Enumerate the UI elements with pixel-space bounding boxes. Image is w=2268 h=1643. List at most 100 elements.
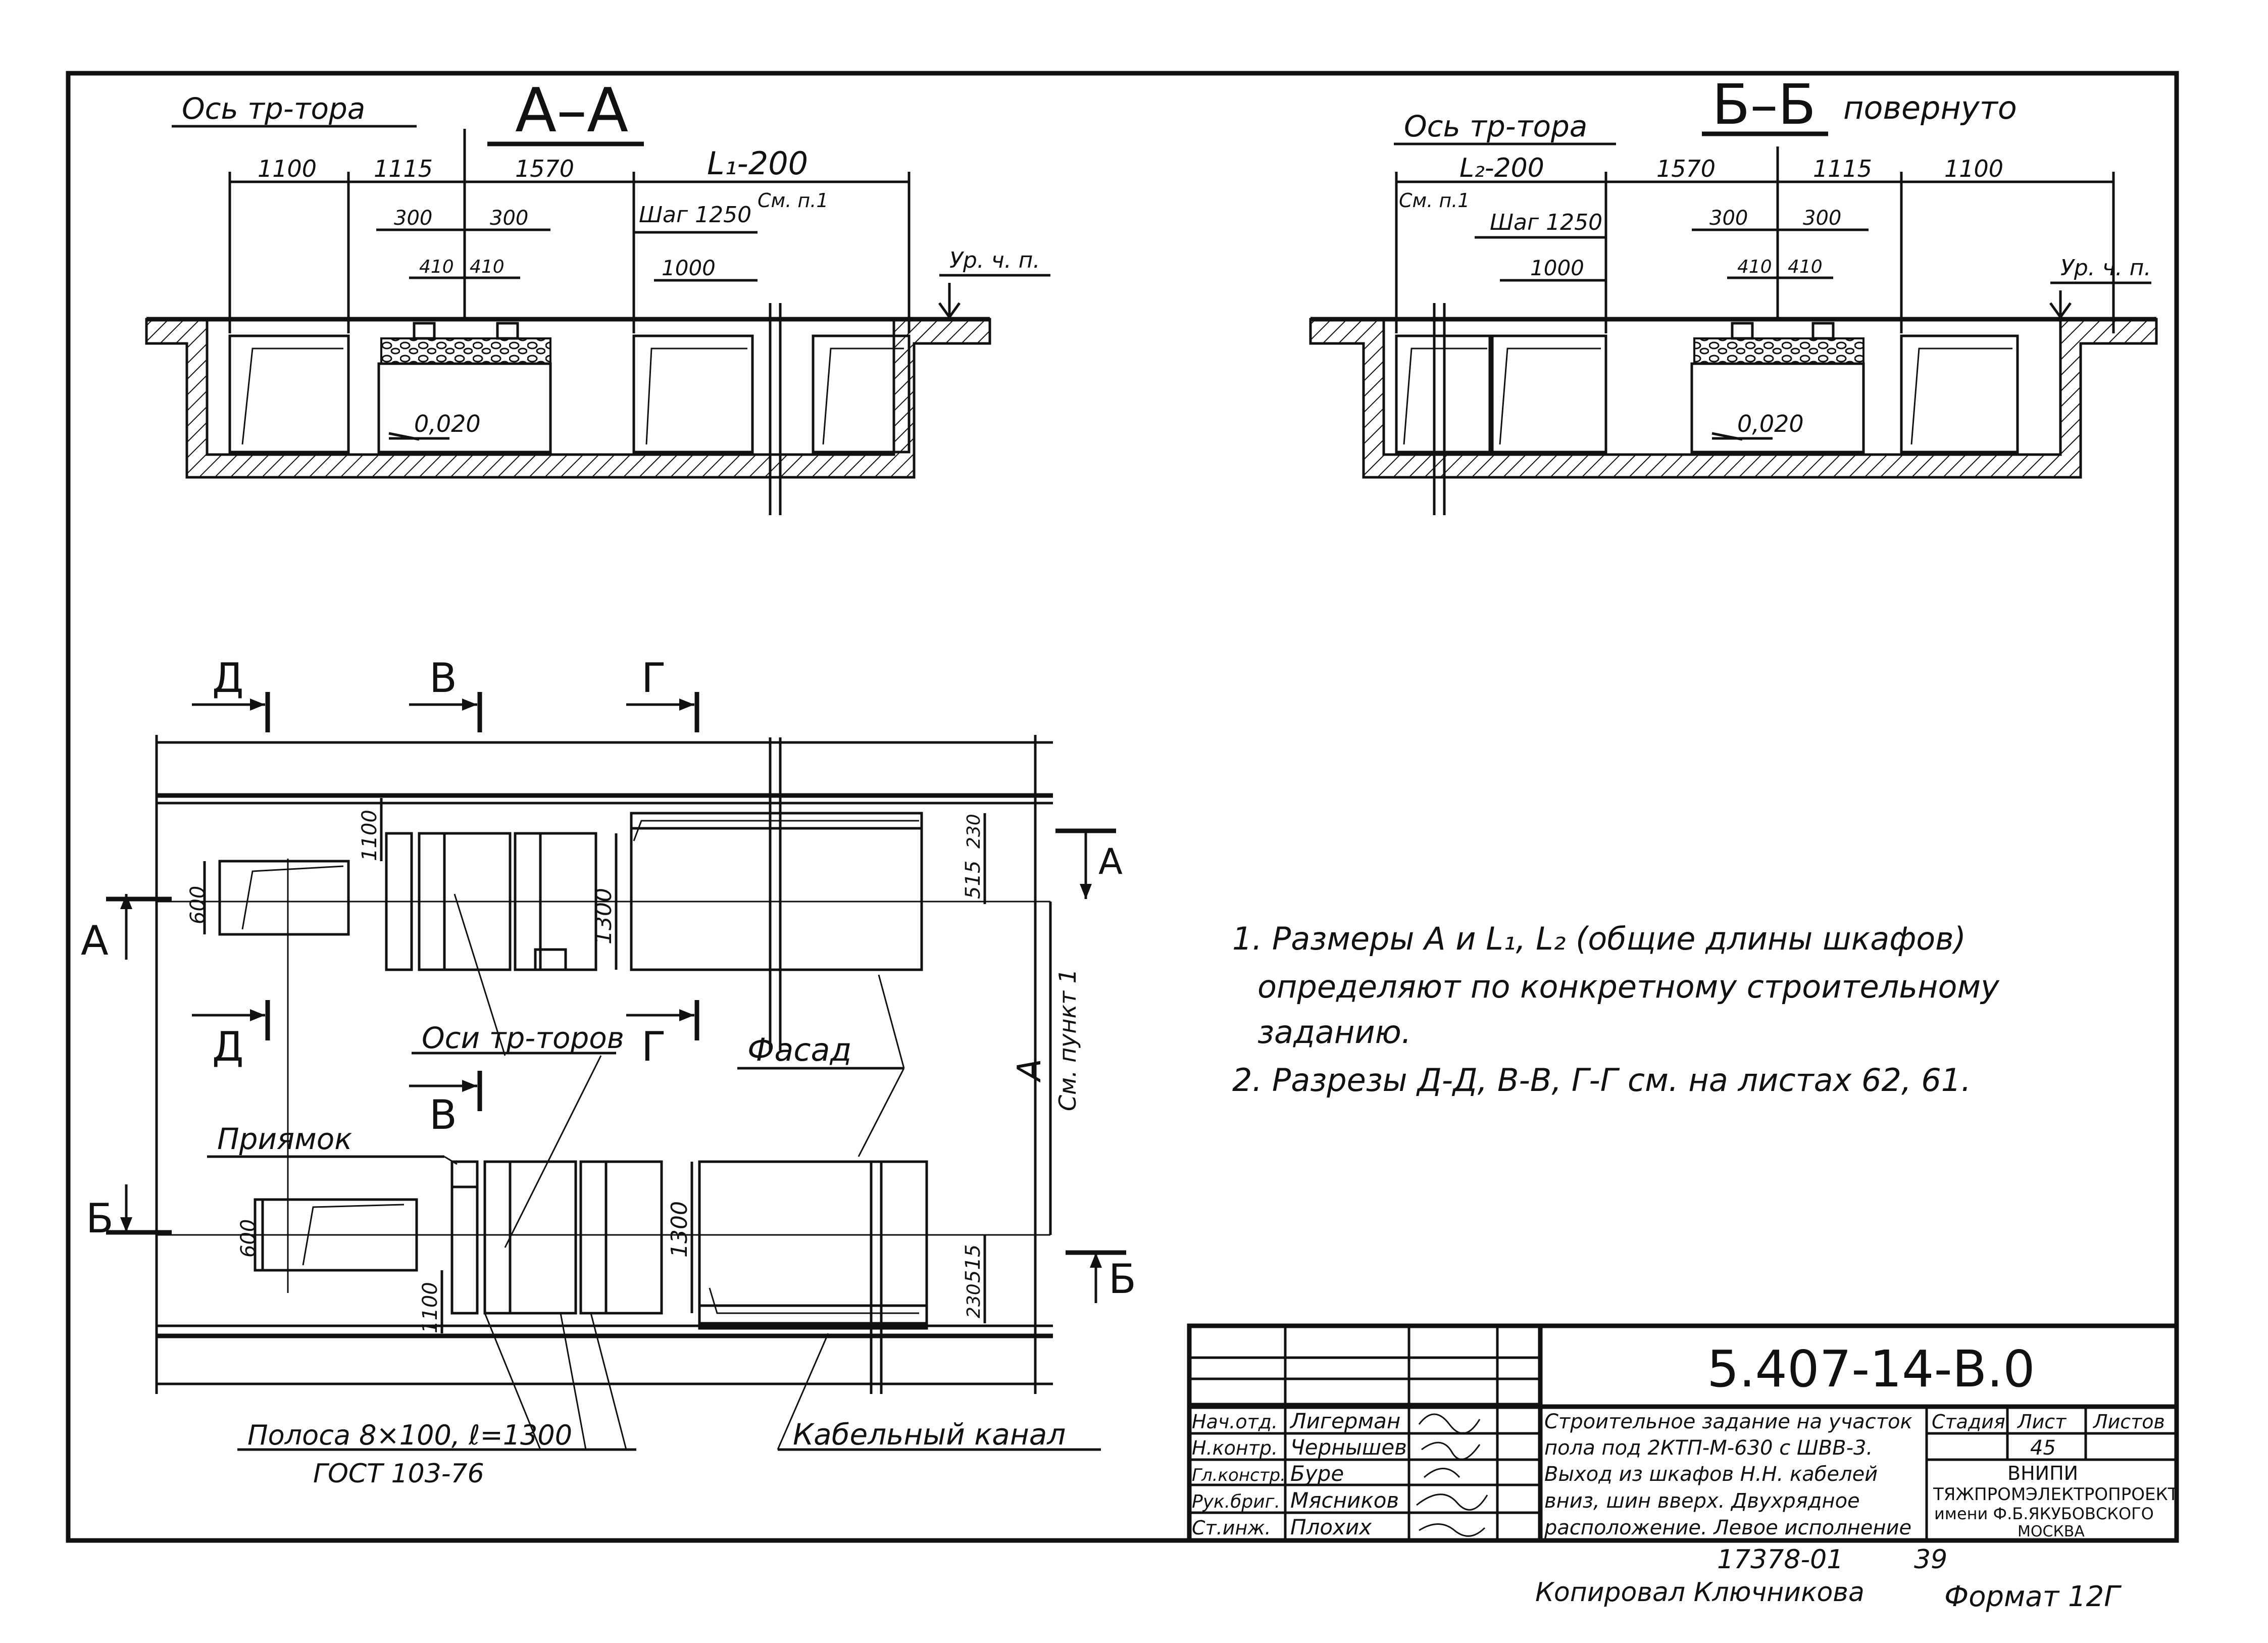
aa-dim-410b: 410: [470, 257, 505, 277]
cut-v-bot: В: [429, 1091, 457, 1138]
desc-1: пола под 2КТП-М-630 с ШВВ-3.: [1544, 1436, 1873, 1460]
aa-dim-l1: L₁-200: [707, 145, 808, 182]
cut-g-bot: Г: [641, 1023, 666, 1070]
aa-dim-1115: 1115: [374, 155, 433, 182]
org-2: имени Ф.Б.ЯКУБОВСКОГО: [1934, 1504, 2154, 1523]
title-block: 5.407-14-В.0 Нач.отд. Н.контр. Гл.констр…: [1187, 1323, 2179, 1543]
cut-d-top: Д: [212, 655, 244, 702]
label-strip: Полоса 8×100, ℓ=1300: [247, 1419, 572, 1451]
bb-dim-410b: 410: [1788, 257, 1823, 277]
bb-dim-1570: 1570: [1656, 155, 1716, 182]
note-line-4: 2. Разрезы Д-Д, В-В, Г-Г см. на листах 6…: [1232, 1062, 1971, 1099]
stage-label: Стадия: [1932, 1411, 2005, 1433]
footer-inv: 17378-01: [1717, 1545, 1843, 1575]
role-4: Ст.инж.: [1192, 1517, 1271, 1539]
label-pit: Приямок: [217, 1122, 352, 1156]
label-channel: Кабельный канал: [793, 1417, 1066, 1452]
org-3: МОСКВА: [2018, 1523, 2085, 1540]
notes: 1. Размеры А и L₁, L₂ (общие длины шкафо…: [1232, 920, 2000, 1099]
org-1: ТЯЖПРОМЭЛЕКТРОПРОЕКТ: [1933, 1484, 2179, 1505]
aa-dim-1000: 1000: [662, 256, 716, 280]
sheet-number: 45: [2030, 1436, 2056, 1460]
label-gost: ГОСТ 103-76: [313, 1459, 484, 1489]
plan-view: Д В Г Д Г В А А Б Б 1100 600: [81, 655, 1136, 1489]
name-2: Буре: [1290, 1461, 1344, 1486]
bb-dim-410a: 410: [1737, 257, 1772, 277]
footer-format: Формат 12Г: [1944, 1580, 2122, 1613]
desc-4: расположение. Левое исполнение: [1544, 1516, 1911, 1539]
plan-dim-1100-bot: 1100: [419, 1282, 442, 1333]
name-0: Лигерман: [1289, 1409, 1400, 1433]
desc-2: Выход из шкафов Н.Н. кабелей: [1544, 1463, 1878, 1486]
note-line-3: заданию.: [1257, 1014, 1412, 1051]
bb-dim-step: Шаг 1250: [1490, 210, 1602, 235]
sheet-label: Лист: [2017, 1411, 2067, 1433]
title-code: 5.407-14-В.0: [1707, 1339, 2035, 1399]
name-3: Мясников: [1290, 1488, 1399, 1513]
section-bb-axis-label: Ось тр-тора: [1404, 109, 1587, 143]
plan-dim-a: А: [1011, 1059, 1048, 1083]
plan-dim-515-bot: 515: [962, 1244, 985, 1283]
sheet-frame: [66, 71, 2179, 1543]
role-1: Н.контр.: [1192, 1437, 1278, 1459]
footer: 17378-01 39 Копировал Ключникова Формат …: [1535, 1545, 2122, 1613]
section-aa-title: А–А: [515, 76, 628, 146]
bb-dim-1000: 1000: [1530, 256, 1584, 280]
bb-dim-300b: 300: [1803, 207, 1841, 230]
plan-dim-a-note: См. пункт 1: [1054, 969, 1081, 1111]
aa-dim-see: См. п.1: [758, 189, 828, 212]
org-0: ВНИПИ: [2007, 1462, 2078, 1484]
label-facade: Фасад: [747, 1031, 851, 1068]
name-4: Плохих: [1290, 1515, 1372, 1539]
label-axes: Оси тр-торов: [422, 1021, 624, 1055]
desc-0: Строительное задание на участок: [1544, 1410, 1912, 1433]
bb-floor-level: Ур. ч. п.: [2060, 255, 2151, 281]
bb-dim-see: См. п.1: [1399, 189, 1470, 212]
aa-floor-level: Ур. ч. п.: [949, 247, 1040, 273]
cut-a-right: А: [1098, 841, 1123, 882]
section-bb-title: Б–Б: [1712, 72, 1816, 137]
cut-a-left: А: [81, 917, 109, 964]
plan-dim-1300-top: 1300: [591, 888, 617, 944]
aa-dim-300b: 300: [490, 207, 528, 230]
aa-dim-300a: 300: [394, 207, 432, 230]
bb-dim-l2: L₂-200: [1459, 153, 1544, 183]
bb-dim-300a: 300: [1709, 207, 1748, 230]
cut-v-top: В: [429, 655, 457, 702]
aa-dim-1100: 1100: [258, 155, 317, 182]
role-2: Гл.констр.: [1192, 1465, 1286, 1485]
aa-dim-410a: 410: [419, 257, 454, 277]
role-0: Нач.отд.: [1192, 1411, 1278, 1433]
section-aa-axis-label: Ось тр-тора: [182, 91, 365, 126]
note-line-2: определяют по конкретному строительному: [1257, 968, 2000, 1005]
name-1: Чернышев: [1290, 1435, 1407, 1460]
desc-3: вниз, шин вверх. Двухрядное: [1544, 1489, 1860, 1513]
plan-dim-515-top: 515: [962, 861, 985, 899]
cut-d-bot: Д: [212, 1023, 244, 1070]
cut-g-top: Г: [641, 655, 666, 702]
aa-dim-step: Шаг 1250: [639, 202, 751, 228]
plan-dim-600-top: 600: [186, 886, 210, 924]
signatures: [1416, 1413, 1488, 1537]
aa-dim-1570: 1570: [515, 155, 574, 182]
bb-slope: 0,020: [1737, 410, 1804, 437]
plan-dim-600-bot: 600: [237, 1219, 260, 1258]
bb-dim-1100: 1100: [1944, 155, 2003, 182]
footer-copied: Копировал Ключникова: [1535, 1577, 1864, 1608]
section-aa: А–А Ось тр-тора 1100 1115 1570 L₁-200 См…: [145, 76, 1050, 515]
section-bb: Б–Б повернуто Ось тр-тора L₂-200 См. п.1…: [1309, 72, 2158, 515]
bb-dim-1115: 1115: [1813, 155, 1872, 182]
role-3: Рук.бриг.: [1192, 1491, 1280, 1512]
cut-b-left: Б: [86, 1195, 114, 1242]
section-bb-subtitle: повернуто: [1843, 89, 2017, 126]
plan-dim-1300-bot: 1300: [667, 1201, 692, 1258]
aa-slope: 0,020: [414, 410, 481, 437]
cut-b-right: Б: [1108, 1256, 1136, 1303]
note-line-1: 1. Размеры А и L₁, L₂ (общие длины шкафо…: [1232, 920, 1966, 957]
sheets-label: Листов: [2092, 1411, 2165, 1433]
plan-dim-1100-top: 1100: [358, 810, 381, 861]
footer-page: 39: [1914, 1545, 1947, 1575]
plan-dim-230-bot: 230: [964, 1283, 984, 1318]
plan-dim-230-top: 230: [964, 814, 984, 849]
